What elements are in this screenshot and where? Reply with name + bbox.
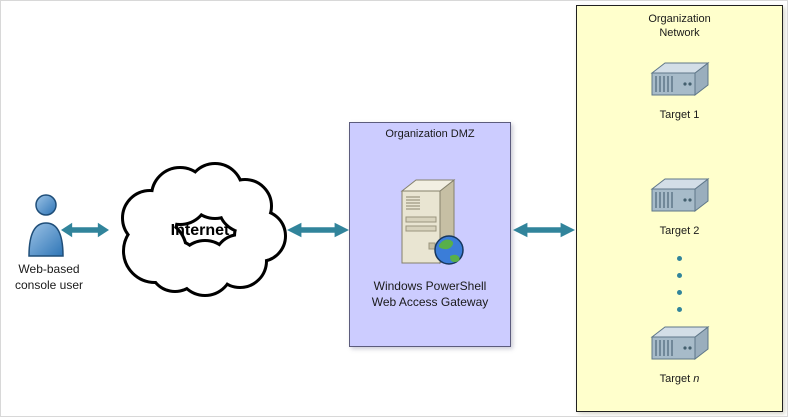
target-2-label: Target 2 <box>659 225 700 237</box>
ellipsis-dot <box>677 273 682 278</box>
dmz-box: Organization DMZ <box>349 122 511 347</box>
target-server-icon <box>650 61 709 97</box>
target-n-label-prefix: Target <box>659 373 694 385</box>
internet-label: Internet <box>170 222 230 239</box>
network-title: Organization Network <box>577 12 782 41</box>
target-2-icon-wrap <box>577 174 782 227</box>
target-1-icon-wrap <box>577 58 782 111</box>
dmz-title: Organization DMZ <box>385 128 475 140</box>
arrow-dmz-network-icon <box>513 222 575 238</box>
gateway-label: Windows PowerShell Web Access Gateway <box>350 279 510 310</box>
ellipsis-dots <box>577 256 782 324</box>
network-box: Organization Network Target 1 <box>576 5 783 412</box>
ellipsis-dot <box>677 290 682 295</box>
cloud-icon <box>121 162 287 297</box>
ellipsis-dot <box>677 256 682 261</box>
target-n-icon-wrap <box>577 322 782 375</box>
user-icon <box>28 194 64 257</box>
target-server-icon <box>650 325 709 361</box>
arrow-user-internet-icon <box>61 222 109 238</box>
user-label: Web-based console user <box>1 262 97 293</box>
ellipsis-dot <box>677 307 682 312</box>
target-n-label: Target n <box>577 373 782 385</box>
gateway-label-line2: Web Access Gateway <box>371 294 489 309</box>
target-server-icon <box>650 177 709 213</box>
globe-icon <box>434 235 464 265</box>
network-title-line2: Network <box>659 27 700 40</box>
gateway-server-icon <box>400 178 464 265</box>
network-title-line1: Organization <box>648 13 711 25</box>
user-label-line1: Web-based <box>18 262 80 276</box>
user-label-line2: console user <box>14 277 84 292</box>
gateway-label-line1: Windows PowerShell <box>373 279 487 293</box>
target-n-label-var: n <box>693 373 700 385</box>
arrow-internet-dmz-icon <box>287 222 349 238</box>
target-1-label: Target 1 <box>659 109 700 121</box>
internet-cloud: Internet <box>105 156 295 306</box>
